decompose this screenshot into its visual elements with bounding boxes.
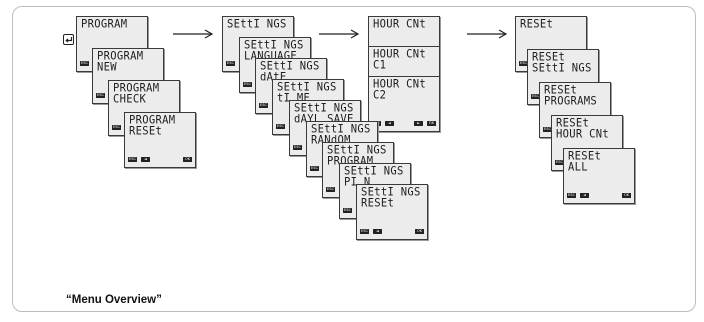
- lcd-soft-button: ◄: [373, 229, 382, 234]
- lcd-line-2: tI ME: [277, 93, 311, 105]
- lcd-soft-button: ESC: [128, 157, 137, 162]
- lcd-soft-button: ESC: [310, 166, 319, 171]
- lcd-line-2: SEttI NGS: [532, 63, 592, 75]
- lcd-soft-button: ◄: [580, 193, 589, 198]
- lcd-soft-button: ESC: [243, 82, 252, 87]
- arrow-right-icon: [467, 29, 508, 39]
- lcd-line-2: NEW: [97, 62, 117, 74]
- arrow-right-icon: [173, 29, 214, 39]
- lcd-line-2: ALL: [568, 162, 588, 174]
- lcd-soft-button: ESC: [555, 160, 564, 165]
- lcd-line-1: RESEt: [520, 19, 554, 31]
- lcd-soft-button: ►: [414, 121, 423, 126]
- lcd-line-1: SEttI NGS: [361, 187, 421, 199]
- enter-icon: [63, 34, 74, 45]
- lcd-soft-button: ESC: [80, 61, 89, 66]
- lcd-line-1: PROGRAM: [129, 115, 176, 127]
- lcd-soft-button: ◄: [385, 121, 394, 126]
- lcd-line-1: SEttI NGS: [227, 19, 287, 31]
- lcd-screen-hour-cnt-2: HOUR CNtC2ESC◄►OK: [368, 76, 440, 132]
- lcd-soft-button: ESC: [343, 208, 352, 213]
- lcd-line-1: SEttI NGS: [244, 40, 304, 52]
- arrow-right-icon: [319, 29, 360, 39]
- lcd-line-1: SEttI NGS: [260, 61, 320, 73]
- lcd-line-1: SEttI NGS: [344, 166, 404, 178]
- lcd-line-1: SEttI NGS: [311, 124, 371, 136]
- lcd-soft-button: ESC: [259, 103, 268, 108]
- lcd-line-2: RANdOM: [311, 135, 351, 147]
- lcd-line-1: RESEt: [568, 151, 602, 163]
- lcd-soft-button: ESC: [226, 61, 235, 66]
- lcd-soft-button: ESC: [543, 127, 552, 132]
- lcd-soft-button: ESC: [96, 93, 105, 98]
- lcd-line-1: RESEt: [532, 52, 566, 64]
- lcd-line-2: CHECK: [113, 94, 147, 106]
- lcd-line-1: SEttI NGS: [294, 103, 354, 115]
- lcd-line-2: PI N: [344, 177, 371, 189]
- lcd-line-1: PROGRAM: [113, 83, 160, 95]
- lcd-soft-button: ESC: [276, 124, 285, 129]
- caption: “Menu Overview”: [66, 294, 162, 306]
- lcd-line-1: RESEt: [544, 85, 578, 97]
- lcd-line-2: RESEt: [361, 198, 395, 210]
- lcd-line-2: HOUR CNt: [556, 129, 609, 141]
- lcd-line-2: LANGUAGE: [244, 51, 297, 63]
- lcd-line-1: HOUR CNt: [373, 79, 426, 91]
- lcd-line-1: HOUR CNt: [373, 49, 426, 61]
- lcd-soft-button: OK: [415, 229, 424, 234]
- lcd-line-2: dAtE: [260, 72, 287, 84]
- lcd-line-1: HOUR CNt: [373, 19, 426, 31]
- lcd-line-1: PROGRAM: [97, 51, 144, 63]
- lcd-soft-button: ESC: [567, 193, 576, 198]
- lcd-soft-button: ESC: [360, 229, 369, 234]
- lcd-line-2: PROGRAM: [327, 156, 374, 168]
- lcd-line-1: SEttI NGS: [327, 145, 387, 157]
- lcd-line-1: PROGRAM: [81, 19, 128, 31]
- lcd-soft-button: OK: [427, 121, 436, 126]
- lcd-line-2: RESEt: [129, 126, 163, 138]
- lcd-line-2: C2: [373, 90, 387, 102]
- lcd-soft-button: ESC: [519, 61, 528, 66]
- lcd-line-2: dAYL SAVE: [294, 114, 354, 126]
- lcd-line-2: C1: [373, 60, 387, 72]
- lcd-soft-button: OK: [622, 193, 631, 198]
- lcd-line-2: PROGRAMS: [544, 96, 597, 108]
- lcd-line-1: RESEt: [556, 118, 590, 130]
- lcd-line-1: SEttI NGS: [277, 82, 337, 94]
- lcd-soft-button: ESC: [112, 125, 121, 130]
- lcd-soft-button: ◄: [141, 157, 150, 162]
- lcd-soft-button: ESC: [531, 94, 540, 99]
- lcd-soft-button: OK: [183, 157, 192, 162]
- lcd-soft-button: ESC: [326, 187, 335, 192]
- lcd-soft-button: ESC: [293, 145, 302, 150]
